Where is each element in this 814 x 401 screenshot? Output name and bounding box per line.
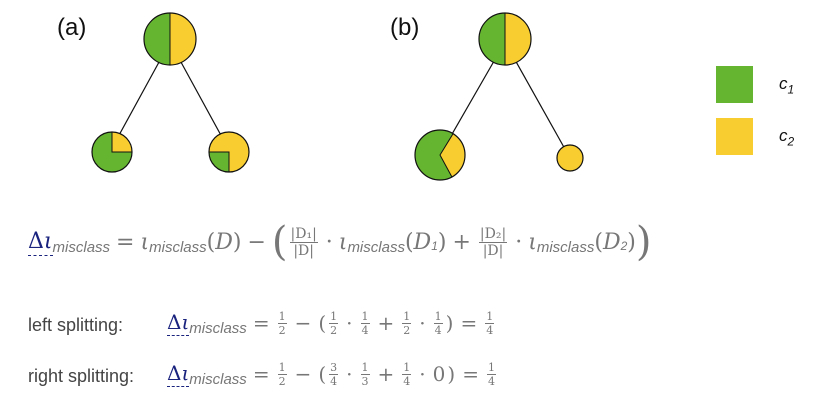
right-rhs-token: · <box>419 362 426 386</box>
tree-b-root-outline <box>478 12 532 66</box>
legend-label-c2: c2 <box>779 126 795 149</box>
fraction-d2-over-d: |D₂||D| <box>478 225 508 259</box>
tree-b-right-node <box>556 144 584 172</box>
right-rhs-token: − <box>294 362 312 386</box>
tree-a-root-outline <box>143 12 197 66</box>
legend-swatch-c2 <box>716 118 753 155</box>
tree-b-left-node <box>414 129 466 181</box>
legend-label-c1: c1 <box>779 74 795 97</box>
tree-b-left-outline <box>414 129 466 181</box>
tree-b-root-c2-slice <box>505 13 531 65</box>
left-rhs-token: − <box>294 311 312 335</box>
right-rhs-token: ( <box>318 362 327 386</box>
left-rhs-token: + <box>377 311 395 335</box>
decision-trees-figure <box>91 12 584 181</box>
tree-a-right-divider <box>209 151 230 172</box>
tree-a-left-divider <box>111 132 132 153</box>
tree-a-right-node <box>208 131 250 173</box>
left-rhs-token: ( <box>318 311 327 335</box>
right-rhs-token: + <box>377 362 395 386</box>
misclass-subscript: misclass <box>52 238 111 256</box>
tree-a-root-node <box>143 12 197 66</box>
tree-b-left-divider <box>439 133 454 178</box>
right-rhs-token: · <box>346 362 353 386</box>
left-rhs-token: ) <box>445 311 454 335</box>
tree-b <box>414 12 584 181</box>
tree-b-root-c1-slice <box>479 13 505 65</box>
left-rhs-token: · <box>419 311 426 335</box>
tree-a-left-node <box>91 131 133 173</box>
panel-a-label: (a) <box>57 14 87 41</box>
tree-a-root-c1-slice <box>144 13 170 65</box>
tree-a-root-c2-slice <box>170 13 196 65</box>
right-splitting-label: right splitting: <box>28 366 135 386</box>
tree-b-root-node <box>478 12 532 66</box>
left-rhs-token: · <box>346 311 353 335</box>
right-rhs-token: = <box>462 362 479 386</box>
panel-b-label: (b) <box>390 14 420 41</box>
tree-a-left-minor-slice <box>112 132 132 152</box>
right-rhs-token: 0 <box>432 362 446 386</box>
tree-a-left-outline <box>91 131 133 173</box>
tree-b-right-fill <box>556 144 584 172</box>
fraction-d1-over-d: |D₁||D| <box>289 225 318 259</box>
left-splitting-label: left splitting: <box>28 315 124 335</box>
tree-a-right-minor-slice <box>209 152 229 172</box>
tree-a-right-outline <box>208 131 250 173</box>
delta-symbol: Δι <box>28 228 53 256</box>
legend-swatch-c1 <box>716 66 753 103</box>
left-rhs-token: = <box>460 311 478 335</box>
right-rhs-token: ) <box>447 362 456 386</box>
tree-a <box>91 12 250 173</box>
